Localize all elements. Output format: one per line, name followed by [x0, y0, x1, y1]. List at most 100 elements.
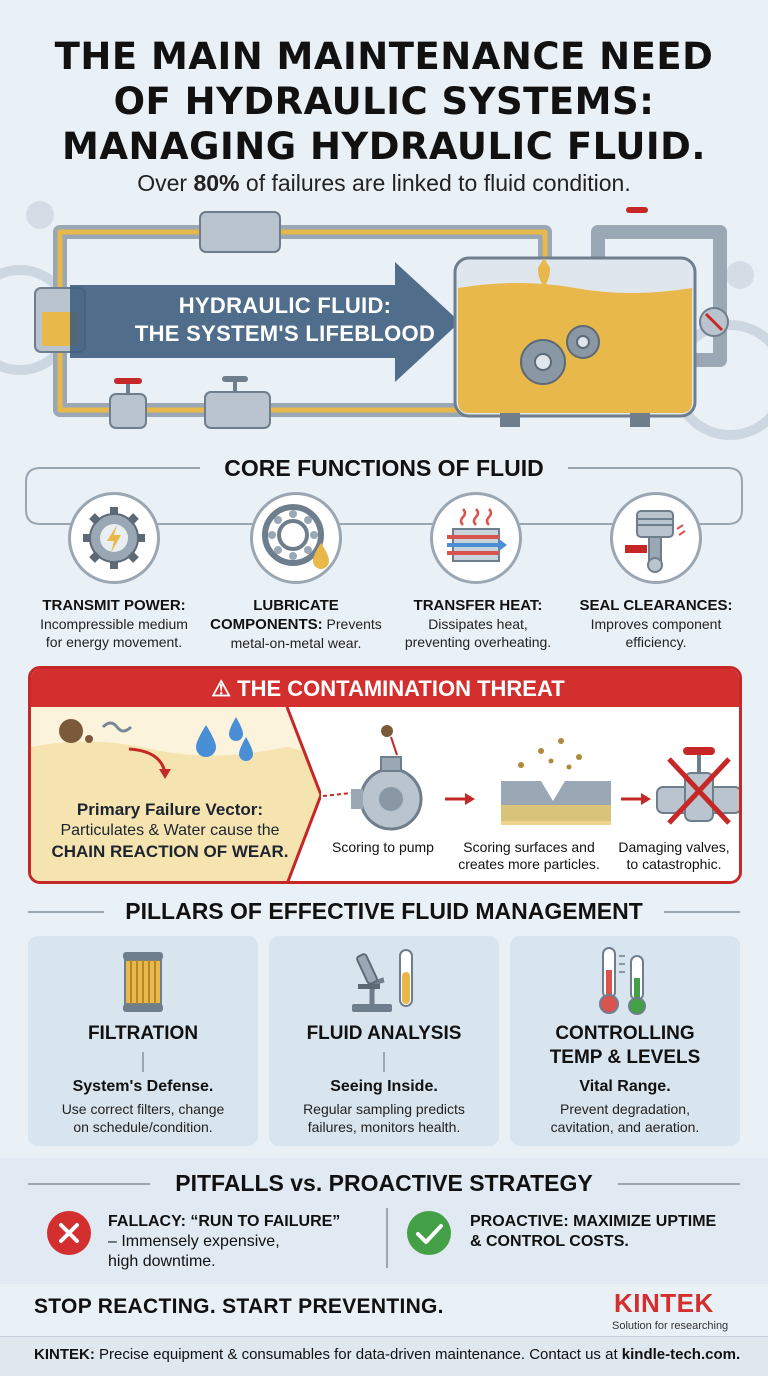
- proactive-line: PROACTIVE: MAXIMIZE UPTIME: [470, 1213, 717, 1230]
- function-desc: metal-on-metal wear.: [230, 635, 362, 651]
- footer-bar: [0, 1336, 768, 1376]
- wear-chain-illustration: [322, 725, 739, 831]
- function-desc: Dissipates heat,: [428, 616, 528, 632]
- function-transfer-heat: TRANSFER HEAT: Dissipates heat, preventi…: [382, 597, 574, 651]
- step-pump-scoring: Scoring to pump: [323, 839, 443, 856]
- function-desc: Incompressible medium: [40, 616, 188, 632]
- subtitle-pre: Over: [137, 170, 194, 196]
- fallacy-text: FALLACY: “RUN TO FAILURE” – Immensely ex…: [108, 1212, 378, 1272]
- pillar-title: FILTRATION: [87, 1023, 199, 1044]
- title-line-1: THE MAIN MAINTENANCE NEED: [54, 35, 714, 78]
- pillar-filtration: FILTRATION System's Defense. Use correct…: [28, 936, 258, 1146]
- pillar-desc-line: failures, monitors health.: [307, 1119, 461, 1135]
- footer-brand: KINTEK:: [34, 1346, 95, 1363]
- brand-tagline: Solution for researching: [612, 1320, 729, 1332]
- subtitle: Over 80% of failures are linked to fluid…: [0, 170, 768, 197]
- function-desc: preventing overheating.: [404, 634, 552, 650]
- step-valve-damage: Damaging valves, to catastrophic.: [609, 839, 739, 873]
- core-functions-heading: CORE FUNCTIONS OF FLUID: [204, 455, 564, 482]
- pump-icon: [351, 725, 423, 831]
- proactive-line: & CONTROL COSTS.: [470, 1233, 629, 1250]
- contamination-panel: ⚠ THE CONTAMINATION THREAT Primary Failu…: [28, 666, 742, 884]
- proactive-text: PROACTIVE: MAXIMIZE UPTIME & CONTROL COS…: [470, 1212, 750, 1252]
- piston-icon: [610, 492, 702, 584]
- pillar-subtitle: Seeing Inside.: [330, 1078, 438, 1095]
- core-functions-frame: [25, 467, 743, 525]
- function-title: TRANSFER HEAT:: [413, 597, 543, 614]
- function-desc: Improves component: [590, 616, 722, 632]
- function-lubricate: LUBRICATE COMPONENTS: Prevents metal-on-…: [200, 597, 392, 652]
- bearing-drop-icon: [250, 492, 342, 584]
- filter-icon: [123, 952, 163, 1012]
- fluid-contaminants-illustration: [31, 707, 321, 881]
- contamination-heading: ⚠ THE CONTAMINATION THREAT: [31, 676, 739, 702]
- gears-icon: [520, 325, 600, 385]
- subtitle-post: of failures are linked to fluid conditio…: [239, 170, 631, 196]
- hero-label-line-1: HYDRAULIC FLUID:: [178, 293, 392, 318]
- function-desc: efficiency.: [625, 634, 687, 650]
- footer-link[interactable]: kindle-tech.com.: [621, 1346, 741, 1363]
- vector-line-3: CHAIN REACTION OF WEAR.: [51, 842, 289, 861]
- particle-icon: [59, 719, 83, 743]
- hero-label-line-2: THE SYSTEM'S LIFEBLOOD: [134, 321, 436, 346]
- function-desc: for energy movement.: [45, 634, 183, 650]
- pillar-desc-line: Regular sampling predicts: [303, 1101, 465, 1117]
- title-line-2: OF HYDRAULIC SYSTEMS:: [113, 80, 655, 123]
- step-label-line: to catastrophic.: [626, 856, 722, 872]
- function-title: TRANSMIT POWER:: [42, 597, 186, 614]
- gear-lightning-icon: [68, 492, 160, 584]
- fallacy-line: FALLACY: “RUN TO FAILURE”: [108, 1213, 341, 1230]
- pillar-desc-line: on schedule/condition.: [73, 1119, 213, 1135]
- hydraulic-system-illustration: [0, 201, 768, 440]
- scored-surface-icon: [501, 738, 611, 825]
- check-icon: [407, 1211, 451, 1255]
- water-drop-icon: [196, 725, 216, 757]
- pillar-title-line: CONTROLLING: [555, 1023, 695, 1044]
- vector-line-2: Particulates & Water cause the: [60, 822, 280, 839]
- step-label-line: creates more particles.: [458, 856, 600, 872]
- step-label-line: Scoring to pump: [332, 839, 434, 855]
- page-title: THE MAIN MAINTENANCE NEED OF HYDRAULIC S…: [20, 34, 748, 169]
- title-line-3: MANAGING HYDRAULIC FLUID.: [62, 125, 706, 168]
- fallacy-line: – Immensely expensive,: [108, 1233, 280, 1250]
- pillar-title: CONTROLLING TEMP & LEVELS: [510, 1022, 740, 1070]
- heat-exchanger-icon: [430, 492, 522, 584]
- fallacy-line: high downtime.: [108, 1253, 216, 1270]
- function-transmit-power: TRANSMIT POWER: Incompressible medium fo…: [18, 597, 210, 651]
- pitfalls-heading: PITFALLS vs. PROACTIVE STRATEGY: [150, 1170, 618, 1197]
- pillar-subtitle: System's Defense.: [72, 1078, 214, 1095]
- contamination-heading-text: THE CONTAMINATION THREAT: [237, 676, 565, 701]
- pillar-fluid-analysis: FLUID ANALYSIS Seeing Inside. Regular sa…: [269, 936, 499, 1146]
- warning-icon: ⚠: [211, 676, 232, 701]
- contamination-header: [31, 669, 739, 707]
- pillar-desc: Use correct filters, change on schedule/…: [28, 1100, 258, 1136]
- error-x-icon: [47, 1211, 91, 1255]
- pillar-title-line: TEMP & LEVELS: [549, 1047, 701, 1068]
- step-surface-scoring: Scoring surfaces and creates more partic…: [449, 839, 609, 873]
- call-to-action: STOP REACTING. START PREVENTING.: [34, 1295, 444, 1318]
- thermometer-icon: [599, 947, 646, 1015]
- step-label-line: Scoring surfaces and: [463, 839, 595, 855]
- damaged-valve-icon: [656, 747, 739, 825]
- subtitle-stat: 80%: [193, 170, 240, 196]
- pillar-desc-line: cavitation, and aeration.: [550, 1119, 700, 1135]
- function-desc: Prevents: [322, 616, 382, 632]
- function-title: LUBRICATE: [253, 597, 339, 614]
- primary-failure-vector: Primary Failure Vector: Particulates & W…: [45, 799, 295, 863]
- valve-icon: [109, 378, 147, 429]
- pillar-subtitle: Vital Range.: [579, 1078, 671, 1095]
- function-title: SEAL CLEARANCES:: [579, 597, 733, 614]
- footer-message: Precise equipment & consumables for data…: [94, 1346, 622, 1363]
- pillars-heading: PILLARS OF EFFECTIVE FLUID MANAGEMENT: [104, 898, 664, 925]
- vector-title: Primary Failure Vector:: [76, 800, 264, 819]
- function-title: COMPONENTS:: [210, 616, 323, 633]
- pillar-desc: Regular sampling predicts failures, moni…: [269, 1100, 499, 1136]
- step-label-line: Damaging valves,: [618, 839, 730, 855]
- pillar-controlling-temp-levels: CONTROLLING TEMP & LEVELS Vital Range. P…: [510, 936, 740, 1146]
- pillar-desc: Prevent degradation, cavitation, and aer…: [510, 1100, 740, 1136]
- microscope-icon: [352, 949, 413, 1012]
- pillar-desc-line: Use correct filters, change: [61, 1101, 225, 1117]
- pillar-desc-line: Prevent degradation,: [560, 1101, 690, 1117]
- function-seal-clearances: SEAL CLEARANCES: Improves component effi…: [560, 597, 752, 651]
- pillar-title: FLUID ANALYSIS: [306, 1023, 462, 1044]
